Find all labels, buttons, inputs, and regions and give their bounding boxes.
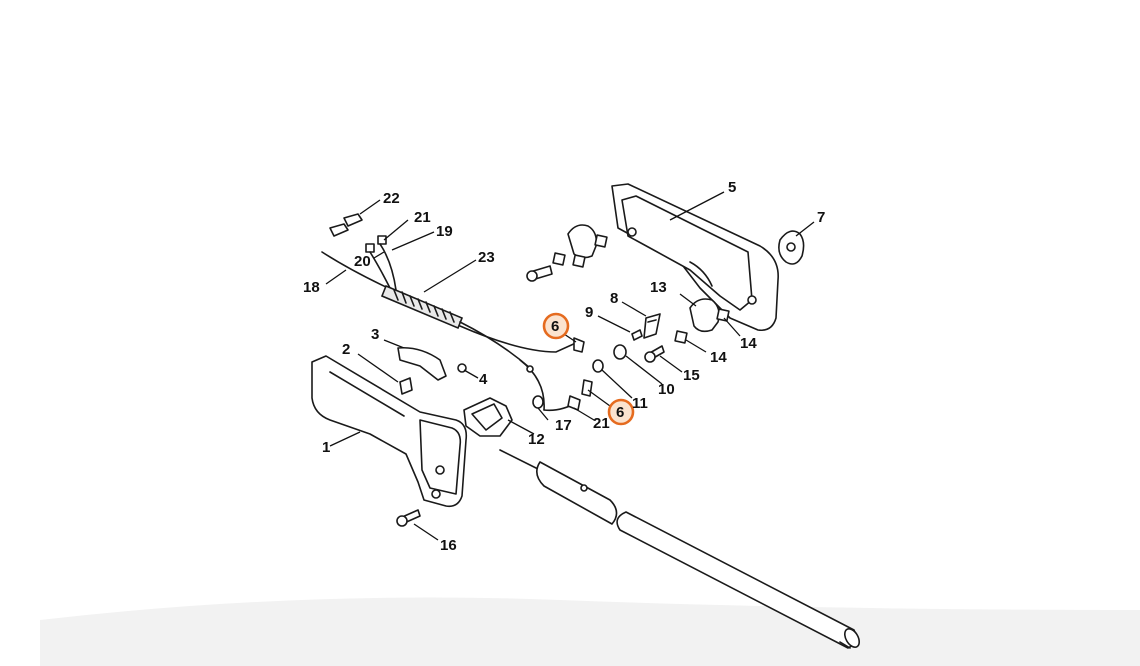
callout-21-lower[interactable]: 21: [593, 415, 610, 432]
callout-1[interactable]: 1: [322, 439, 330, 456]
part-23-cable: [321, 243, 579, 412]
part-9-screw: [631, 329, 643, 341]
part-15-screw: [644, 345, 665, 363]
callout-2[interactable]: 2: [342, 341, 350, 358]
callout-21-top[interactable]: 21: [414, 209, 431, 226]
part-1-handle-half: [311, 355, 468, 508]
callout-18[interactable]: 18: [303, 279, 320, 296]
callout-14-left[interactable]: 14: [710, 349, 727, 366]
callout-22[interactable]: 22: [383, 190, 400, 207]
callout-9[interactable]: 9: [585, 304, 593, 321]
part-3-throttle-trigger: [397, 346, 447, 381]
callout-6-lower[interactable]: 6: [616, 404, 624, 421]
highlight-ring-6-lower[interactable]: [607, 398, 635, 426]
callout-4[interactable]: 4: [479, 371, 488, 388]
callout-19[interactable]: 19: [436, 223, 453, 240]
callout-15[interactable]: 15: [683, 367, 700, 384]
part-12-lockout: [463, 397, 513, 437]
highlight-ring-6-upper[interactable]: [542, 312, 570, 340]
part-2-pin: [399, 377, 413, 395]
part-16-screw: [396, 509, 421, 527]
part-17-spring: [532, 395, 544, 409]
part-5-handle-half: [611, 183, 779, 332]
part-22-terminals: [329, 213, 363, 237]
clamp-upper: [526, 224, 608, 282]
leader-lines: [325, 191, 815, 541]
callout-16[interactable]: 16: [440, 537, 457, 554]
part-13-clamp: [674, 298, 730, 344]
part-10-bushing: [613, 344, 627, 360]
part-7-knob: [778, 230, 805, 265]
callout-14-right[interactable]: 14: [740, 335, 757, 352]
callout-6-upper[interactable]: 6: [551, 318, 559, 335]
callout-12[interactable]: 12: [528, 431, 545, 448]
background-shade: [40, 597, 1140, 666]
callout-7[interactable]: 7: [817, 209, 825, 226]
callout-8[interactable]: 8: [610, 290, 618, 307]
part-6-contact-upper: [573, 337, 585, 353]
callout-5[interactable]: 5: [728, 179, 736, 196]
drive-tube: [499, 449, 861, 649]
part-11-spring: [592, 359, 604, 373]
part-8-plate: [643, 313, 661, 339]
callout-3[interactable]: 3: [371, 326, 379, 343]
callout-20[interactable]: 20: [354, 253, 371, 270]
callout-labels: 1 2 3 4 5 6 6 7 8 9 10 11 12 13 14 14 15…: [303, 179, 825, 554]
callout-23[interactable]: 23: [478, 249, 495, 266]
callout-13[interactable]: 13: [650, 279, 667, 296]
callout-11[interactable]: 11: [632, 395, 648, 412]
callout-17[interactable]: 17: [555, 417, 572, 434]
part-6-contact-lower: [567, 379, 593, 411]
callout-10[interactable]: 10: [658, 381, 675, 398]
